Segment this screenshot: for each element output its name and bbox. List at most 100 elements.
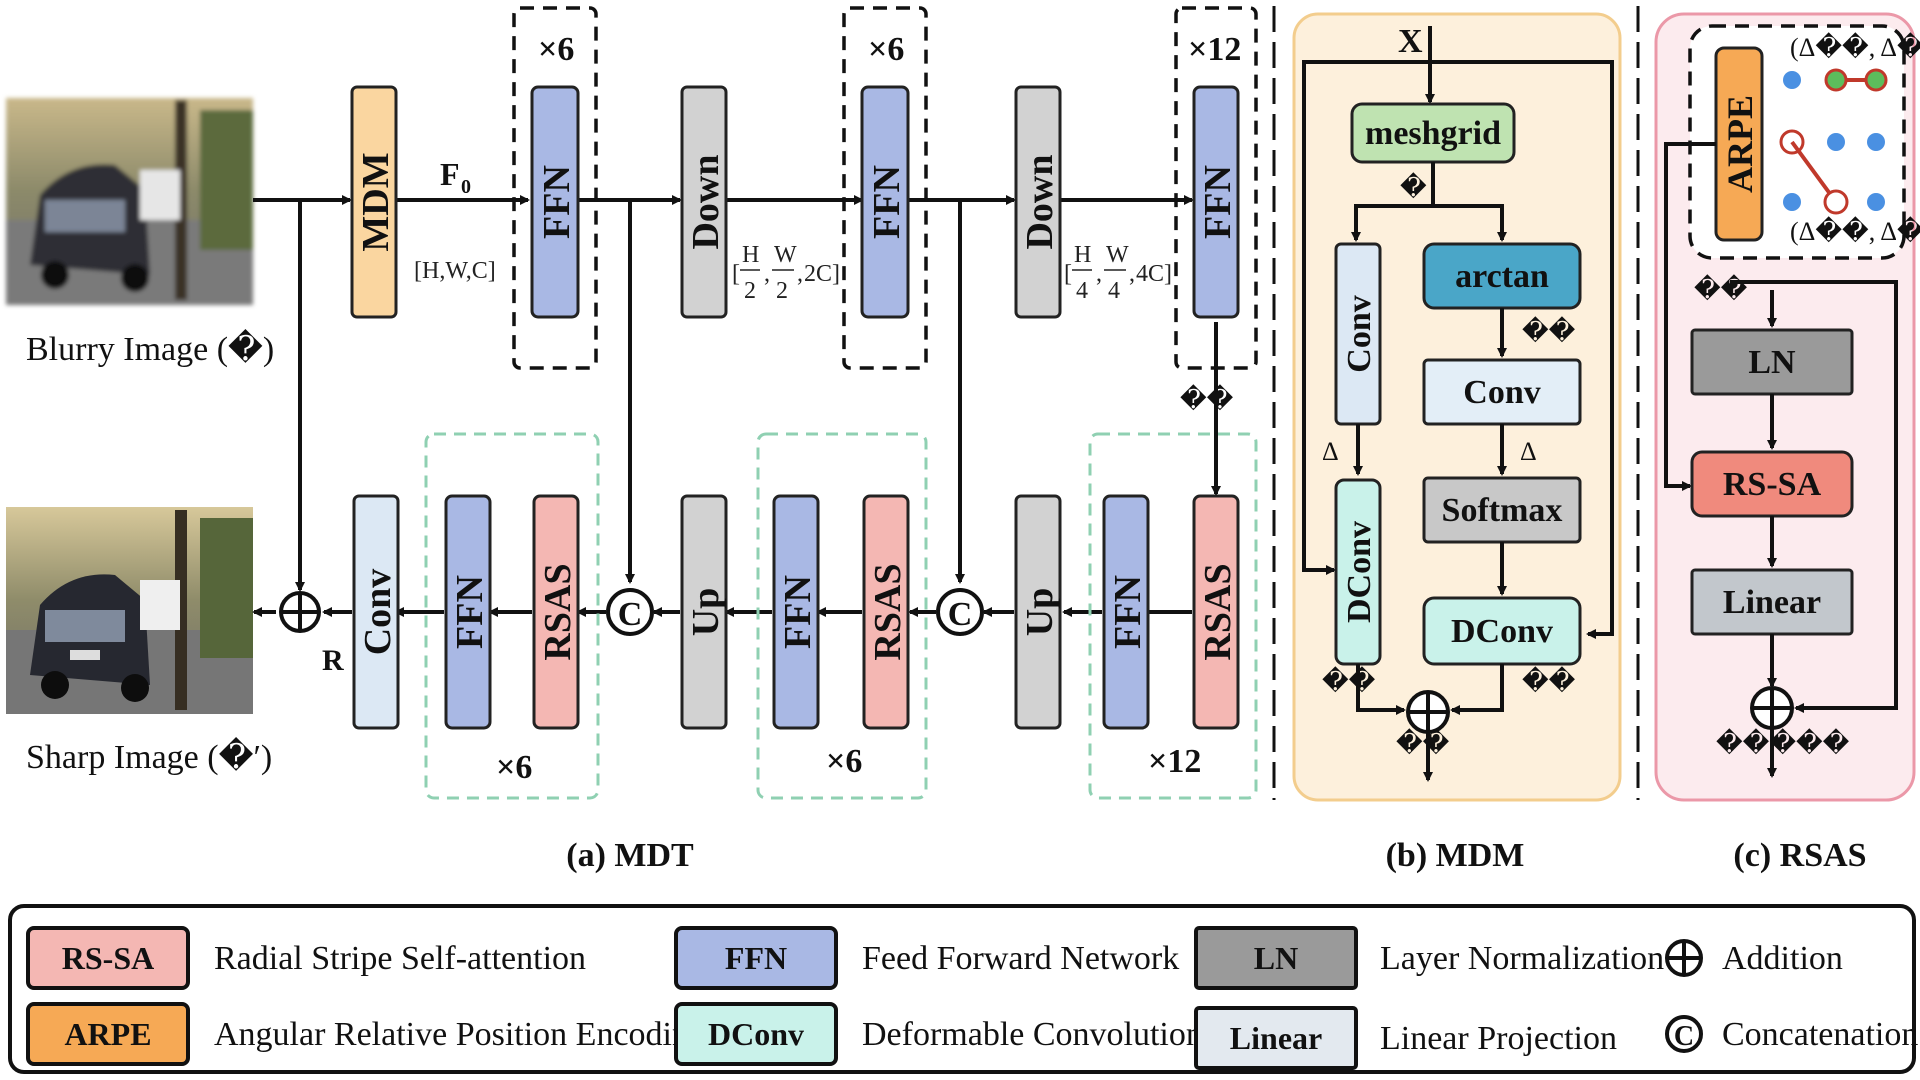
up-block-2: Up (1014, 494, 1062, 730)
linear-block: Linear (1690, 568, 1854, 636)
legend-item-concatenation: C Concatenation (1665, 1015, 1918, 1053)
delta-right: Δ (1520, 437, 1537, 466)
encoder-ffn-group-3 (1174, 6, 1258, 370)
legend-tag-arpe: ARPE (64, 1016, 151, 1052)
arctan-block: arctan (1422, 242, 1582, 310)
down-block-1: Down (680, 85, 728, 319)
legend-tag-ln: LN (1254, 940, 1298, 976)
mdm-input-x: X (1398, 23, 1423, 60)
dconv-vertical-label: DConv (1341, 521, 1378, 623)
caption-rsas: (c) RSAS (1733, 837, 1866, 874)
x6-label-1: ×6 (538, 31, 574, 68)
encoder-ffn-group-2 (842, 6, 928, 370)
legend-desc-linear: Linear Projection (1380, 1020, 1617, 1057)
conv-mdm-label: Conv (1463, 374, 1540, 411)
den-2-a: 2 (744, 278, 756, 304)
rsas-decoder-2-label: RSAS (867, 563, 909, 660)
rsas-decoder-3: RSAS (1192, 494, 1240, 730)
ln-label: LN (1748, 344, 1796, 381)
ffn-decoder-2: FFN (772, 494, 820, 730)
svg-text:,: , (1129, 261, 1135, 287)
dconv-right-output-symbol: �� (1522, 666, 1576, 696)
concatenation-icon-letter: C (1674, 1021, 1694, 1052)
frac-h-2: H (1074, 242, 1091, 268)
legend-desc-dconv: Deformable Convolution (862, 1016, 1203, 1053)
softmax-label: Softmax (1442, 492, 1563, 529)
caption-mdt: (a) MDT (566, 837, 694, 874)
legend-item-ln: LN Layer Normalization (1194, 926, 1664, 990)
svg-text:,: , (1096, 261, 1102, 287)
rsas-output-symbol: ����� (1716, 728, 1850, 758)
decoder-group-2 (756, 432, 928, 800)
svg-text:[: [ (1064, 261, 1072, 287)
blurry-image (6, 98, 253, 305)
rsas-addition-node (1750, 686, 1794, 730)
ffn-decoder-1: FFN (444, 494, 492, 730)
dim-2-tail: 2C] (804, 261, 840, 287)
sharp-image-label: Sharp Image (�′) (26, 736, 272, 776)
legend-desc-ffn: Feed Forward Network (862, 940, 1179, 977)
concat-icon-1: C (618, 596, 643, 633)
rsas-decoder-1-label: RSAS (537, 563, 579, 660)
dim-3-tail: 4C] (1136, 261, 1172, 287)
concat-icon-2: C (948, 596, 973, 633)
mdm-block-label: MDM (355, 152, 397, 251)
up-block-1: Up (680, 494, 728, 730)
encoder-ffn-group-1 (512, 6, 598, 370)
mdm-panel: X meshgrid � Conv arctan �� Conv Δ S (1292, 12, 1622, 874)
conv-vertical-label: Conv (1341, 295, 1378, 372)
arpe-label: ARPE (1720, 95, 1760, 193)
meshgrid-block: meshgrid (1350, 102, 1516, 164)
up-block-1-label: Up (685, 588, 727, 637)
blurry-image-label: Blurry Image (�) (26, 328, 274, 368)
dim-label-3: [ H 4 , W 4 , 4C] (1064, 242, 1172, 304)
conv-block-output: Conv (352, 494, 400, 730)
ffn-decoder-3: FFN (1102, 494, 1150, 730)
ffn-decoder-2-label: FFN (777, 575, 819, 649)
den-4-b: 4 (1108, 278, 1120, 304)
sharp-image (6, 507, 253, 714)
ffn-encoder-2: FFN (860, 85, 910, 319)
f0-subscript: 0 (461, 176, 471, 198)
x6-label-4: ×6 (826, 743, 862, 780)
addition-node-output (279, 591, 321, 633)
dconv-left-output-symbol: �� (1322, 666, 1376, 696)
ffn-encoder-3: FFN (1192, 85, 1240, 319)
decoder-group-1 (424, 432, 600, 800)
rssa-block: RS-SA (1690, 450, 1854, 518)
softmax-block: Softmax (1422, 476, 1582, 544)
conv-vertical-block: Conv (1334, 242, 1382, 426)
ffn-encoder-2-label: FFN (866, 165, 908, 239)
down-block-2: Down (1014, 85, 1062, 319)
ln-block: LN (1690, 328, 1854, 396)
concat-node-2: C (936, 588, 984, 636)
conv-block-output-label: Conv (357, 569, 399, 656)
x6-label-2: ×6 (868, 31, 904, 68)
svg-text:,: , (797, 261, 803, 287)
up-block-2-label: Up (1019, 588, 1061, 637)
down-block-1-label: Down (685, 154, 727, 249)
legend-item-dconv: DConv Deformable Convolution (674, 1002, 1203, 1066)
legend-item-rssa: RS-SA Radial Stripe Self-attention (26, 926, 586, 990)
ffn-encoder-3-label: FFN (1197, 165, 1239, 239)
svg-text:[: [ (732, 261, 740, 287)
rsas-decoder-2: RSAS (862, 494, 910, 730)
dconv-mdm-label: DConv (1451, 613, 1553, 650)
dconv-vertical-block: DConv (1334, 478, 1382, 666)
residual-label: R (322, 644, 344, 677)
ffn-encoder-1-label: FFN (536, 165, 578, 239)
mdm-block: MDM (350, 85, 398, 319)
down-block-2-label: Down (1019, 154, 1061, 249)
dim-label-1: [H,W,C] (414, 258, 496, 284)
delta-left: Δ (1322, 437, 1339, 466)
frac-w-1: W (774, 242, 797, 268)
arpe-dot-grid (1779, 68, 1888, 215)
ffn-decoder-1-label: FFN (449, 575, 491, 649)
mdm-output-symbol: �� (1396, 728, 1450, 758)
arpe-delta-top: (Δ��, Δ��) (1790, 32, 1920, 62)
f0-label: F (440, 156, 460, 192)
den-2-b: 2 (776, 278, 788, 304)
ffn-encoder-1: FFN (530, 85, 580, 319)
legend-desc-concatenation: Concatenation (1722, 1016, 1918, 1053)
